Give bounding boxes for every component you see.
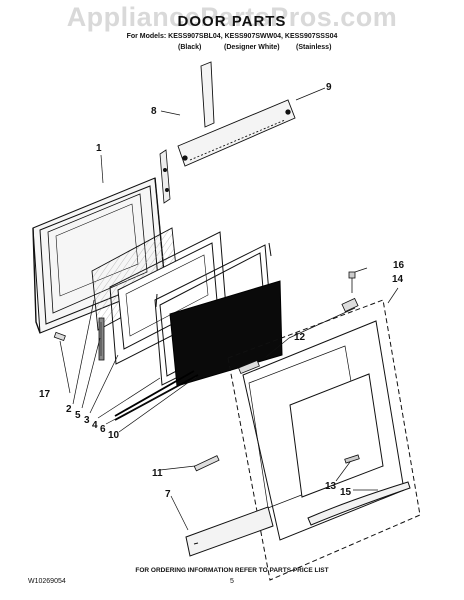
variant-white: (Designer White) bbox=[224, 44, 280, 51]
callout-15: 15 bbox=[340, 487, 352, 498]
handle-clip bbox=[344, 454, 360, 464]
callout-14: 14 bbox=[392, 274, 404, 285]
leader-lines bbox=[59, 87, 399, 531]
watermark: AppliancePartsPros.com bbox=[66, 2, 398, 32]
callout-17: 17 bbox=[39, 389, 51, 400]
vent-bracket bbox=[159, 149, 171, 204]
latch-bar bbox=[98, 317, 105, 361]
callout-2: 2 bbox=[66, 404, 72, 415]
variant-stainless: (Stainless) bbox=[296, 44, 332, 51]
callouts: 1 9 8 16 14 12 17 2 5 3 4 6 10 11 13 15 … bbox=[39, 82, 405, 500]
callout-4: 4 bbox=[92, 420, 98, 431]
callout-7: 7 bbox=[165, 489, 171, 500]
variant-black: (Black) bbox=[178, 44, 202, 51]
page-title: DOOR PARTS bbox=[177, 13, 287, 30]
callout-9: 9 bbox=[326, 82, 332, 93]
door-vent bbox=[177, 61, 296, 167]
variant-labels: (Black) (Designer White) (Stainless) bbox=[0, 44, 464, 54]
callout-16: 16 bbox=[393, 260, 405, 271]
screw bbox=[348, 271, 356, 293]
callout-11: 11 bbox=[152, 468, 163, 479]
callout-10: 10 bbox=[108, 430, 120, 441]
bottom-trim bbox=[185, 506, 274, 557]
callout-1: 1 bbox=[96, 143, 102, 154]
callout-8: 8 bbox=[151, 106, 157, 117]
callout-13: 13 bbox=[325, 481, 337, 492]
models-line: For Models: KESS907SBL04, KESS907SWW04, … bbox=[126, 33, 338, 40]
callout-3: 3 bbox=[84, 415, 90, 426]
callout-6: 6 bbox=[100, 424, 106, 435]
document-number: W10269054 bbox=[28, 578, 66, 585]
hinge-pin bbox=[53, 331, 66, 342]
page-number: 5 bbox=[230, 578, 234, 585]
hinge-bracket bbox=[238, 297, 359, 375]
insulation-panel bbox=[169, 280, 283, 387]
door-handle bbox=[307, 481, 411, 526]
callout-5: 5 bbox=[75, 410, 81, 421]
callout-12: 12 bbox=[294, 332, 306, 343]
small-bracket bbox=[193, 455, 220, 472]
ordering-note: FOR ORDERING INFORMATION REFER TO PARTS … bbox=[135, 567, 329, 574]
